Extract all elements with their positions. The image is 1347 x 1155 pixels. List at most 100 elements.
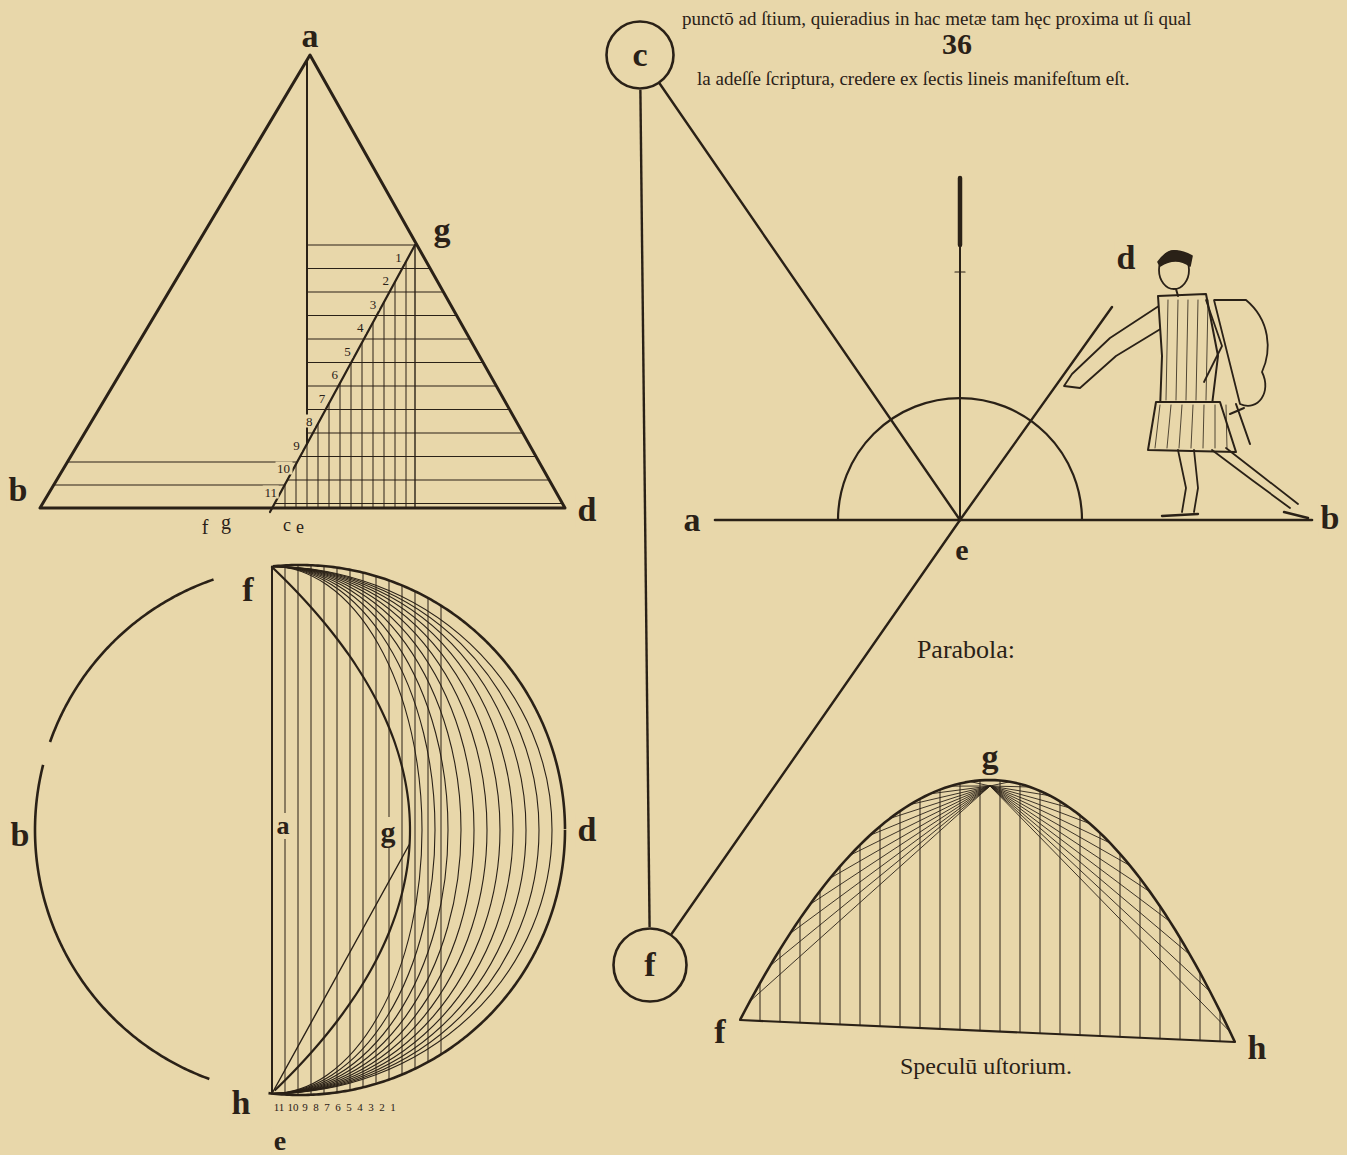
point-label: 10 [275,462,292,475]
point-label: g [432,213,453,247]
point-label: 10 [286,1102,301,1113]
sword [1230,404,1250,444]
caption-text: Parabola: [915,637,1017,663]
letter-circle: c [605,20,675,90]
skirt-pleat [1215,405,1216,448]
node-letter: c [632,38,647,72]
skirt-pleat [1226,405,1227,448]
hatch-line [287,479,549,480]
hatch-line [940,790,941,1029]
hatch-line [1000,780,1001,1031]
ground-line [715,519,1312,522]
focus-ray [750,786,990,1001]
sight-line [960,307,1112,520]
hatch-line [920,799,921,1028]
circle-ring [614,929,687,1002]
tunic-fold [1206,300,1208,400]
pole-mark [955,271,965,272]
circle-outline [50,580,214,743]
skirt [1148,402,1236,452]
circle-construction [35,565,565,1095]
point-label: f [240,573,255,607]
hatch-line [363,573,364,1088]
pole [959,245,961,520]
node-letter: f [644,948,655,982]
point-label: 3 [368,297,379,310]
hatch-line [324,566,325,1094]
point-label: c [281,516,293,534]
hatch-line [880,826,881,1026]
concentric-arc [272,566,513,1093]
hatch-line [376,576,377,1084]
focus-ray [990,786,1150,892]
focus-ray [890,786,990,818]
hatch-line [337,568,338,1093]
focus-ray [930,786,990,794]
hatch-line [298,565,299,1095]
point-label: d [576,493,599,527]
point-label: 8 [311,1102,321,1113]
pointing-arm [1064,300,1172,388]
point-label: 9 [291,438,302,451]
hatch-line [54,484,285,485]
hatch-line [300,456,536,457]
concentric-arc [272,566,539,1093]
header-text: punctō ad ſtium, quieradius in hac metæ … [680,9,1193,28]
point-label: 1 [393,250,404,263]
point-label: 5 [344,1102,354,1113]
hatch-line [296,464,297,508]
hatch-line [307,385,496,386]
parabola-mirror [740,780,1235,1042]
hatch-line [340,383,341,508]
point-label: f [712,1015,727,1049]
hip-arm [1204,300,1222,382]
skirt-pleat [1179,405,1182,448]
point-label: g [379,817,398,847]
hatch-line [307,338,470,339]
hatch-line [980,780,981,1030]
point-label: e [294,518,306,536]
focus-ray [850,786,990,855]
point-label: 36 [940,29,974,59]
skirt-pleat [1203,405,1204,448]
point-label: g [980,740,1001,774]
skirt-pleat [1167,405,1171,448]
hatch-line [780,949,781,1021]
circle-ring [607,22,674,89]
focus-ray [830,786,990,878]
point-label: d [576,813,599,847]
concentric-arc [272,566,526,1093]
hatch-line [318,423,319,508]
hatch-line [1180,938,1181,1040]
point-label: b [7,473,30,507]
concentric-arc [272,566,422,1093]
hatch-line [362,342,363,508]
cone-section [40,55,565,512]
point-label: h [230,1086,253,1120]
hatch-line [1220,1011,1221,1041]
point-label: 3 [366,1102,376,1113]
skirt-pleat [1155,405,1160,448]
point-label: h [1246,1031,1269,1065]
tunic-fold [1176,300,1178,400]
hatch-line [960,783,961,1029]
focus-ray [990,786,1190,955]
right-leg [1212,448,1298,508]
header-text: la adeſſe ſcriptura, credere ex ſectis l… [695,69,1132,88]
point-label: 11 [263,485,280,498]
tunic-fold [1186,300,1188,400]
caption-text: Speculū uſtorium. [898,1054,1074,1078]
hatch-line [1160,906,1161,1038]
hatch-line [900,811,901,1027]
hatch-line [1100,833,1101,1036]
hatch-line [307,244,417,245]
focus-ray [810,786,990,904]
cutting-line [270,245,415,512]
mirror-base [740,1020,1235,1042]
hatch-line [406,262,407,508]
focus-ray [990,786,1230,1032]
point-label: d [1115,241,1138,275]
hatch-line [307,268,430,269]
